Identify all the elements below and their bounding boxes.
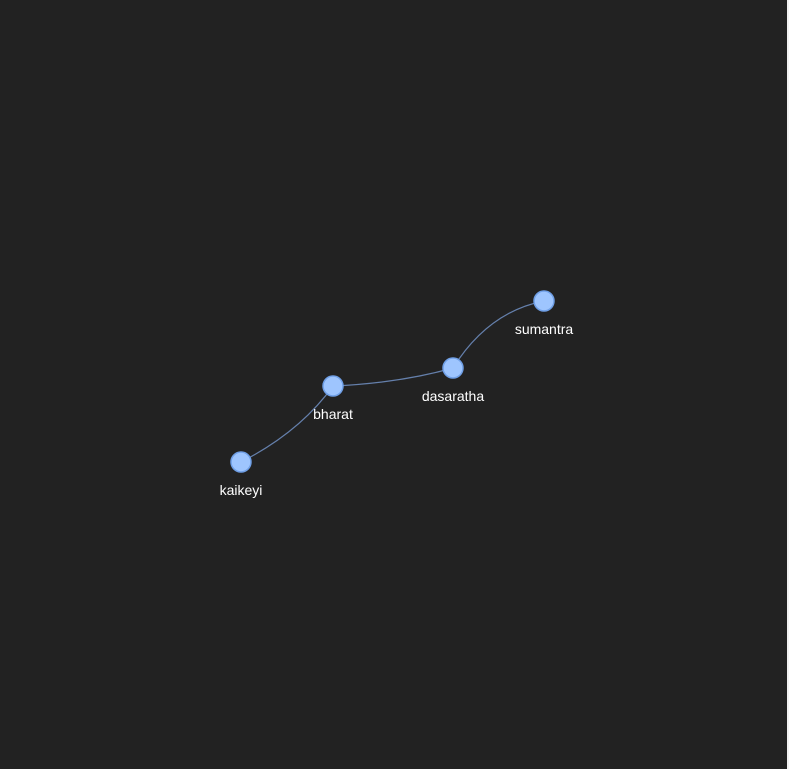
node-sumantra[interactable] bbox=[533, 290, 555, 312]
node-label-dasaratha: dasaratha bbox=[422, 388, 484, 404]
node-kaikeyi[interactable] bbox=[230, 451, 252, 473]
edge-kaikeyi-bharat bbox=[240, 385, 334, 463]
node-label-sumantra: sumantra bbox=[515, 321, 574, 337]
node-bharat[interactable] bbox=[322, 375, 344, 397]
edges-layer bbox=[240, 300, 545, 463]
node-dasaratha[interactable] bbox=[442, 357, 464, 379]
node-label-bharat: bharat bbox=[313, 406, 353, 422]
edge-bharat-dasaratha bbox=[332, 367, 454, 387]
node-label-kaikeyi: kaikeyi bbox=[220, 482, 263, 498]
edge-dasaratha-sumantra bbox=[452, 300, 545, 369]
labels-layer: kaikeyi bharat dasaratha sumantra bbox=[220, 321, 574, 498]
nodes-layer bbox=[230, 290, 555, 473]
